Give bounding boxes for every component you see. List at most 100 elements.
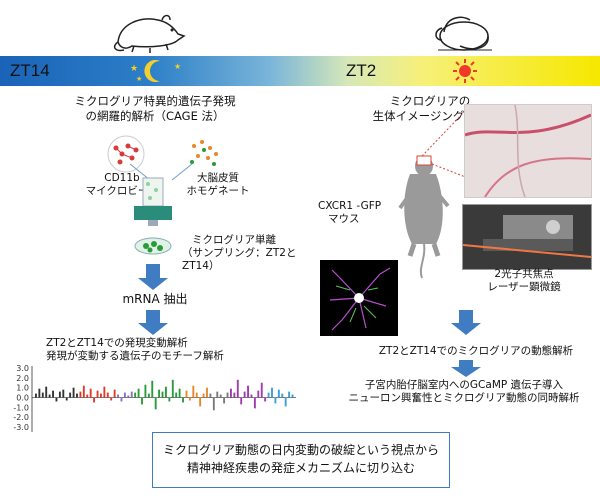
expression-bar bbox=[117, 394, 119, 398]
expression-bar bbox=[120, 397, 123, 402]
expression-bar bbox=[76, 393, 78, 398]
expression-bar bbox=[247, 385, 249, 398]
left-title: ミクログリア特異的遺伝子発現 の網羅的解析（CAGE 法） bbox=[30, 94, 280, 124]
expression-bar bbox=[137, 388, 140, 398]
conclusion-line2: 精神神経疾患の発症メカニズムに切り込む bbox=[186, 461, 415, 475]
homogenate-label-line2: ホモゲネート bbox=[186, 185, 250, 197]
microscope-photo bbox=[462, 204, 592, 270]
sun-icon bbox=[453, 59, 477, 83]
expression-bar bbox=[41, 392, 44, 398]
arrow-down-2 bbox=[146, 310, 160, 324]
y-tick-label: -2.0 bbox=[13, 413, 29, 422]
expression-bar bbox=[236, 379, 239, 398]
expression-bar bbox=[161, 391, 164, 398]
mrna-extraction-label: mRNA 抽出 bbox=[122, 292, 188, 306]
y-tick-label: -1.0 bbox=[13, 403, 29, 412]
y-tick-label: 3.0 bbox=[16, 364, 29, 373]
expression-bar bbox=[175, 392, 178, 398]
expression-bar bbox=[202, 393, 205, 398]
conclusion-box: ミクログリア動態の日内変動の破綻という視点から 精神神経疾患の発症メカニズムに切… bbox=[152, 432, 450, 488]
expression-bar bbox=[144, 384, 147, 398]
expression-bar bbox=[134, 392, 137, 398]
arrow-down-3-head bbox=[451, 323, 481, 335]
expression-bar bbox=[62, 389, 65, 398]
expression-bar bbox=[277, 389, 280, 398]
microscope-label-line1: 2光子共焦点 bbox=[494, 268, 554, 280]
expression-bar bbox=[151, 380, 154, 398]
input-arrows bbox=[129, 163, 193, 181]
left-title-line2: の網羅的解析（CAGE 法） bbox=[85, 109, 225, 123]
microscope-label: 2光子共焦点 レーザー顕微鏡 bbox=[464, 268, 584, 294]
expression-bar bbox=[291, 394, 294, 398]
y-tick-label: 0.0 bbox=[16, 394, 29, 403]
beads-label-line2: マイクロビーズ bbox=[85, 185, 159, 197]
expression-analysis-label: ZT2とZT14での発現変動解析 発現が変動する遺伝子のモチーフ解析 bbox=[46, 337, 286, 363]
expression-bar bbox=[127, 395, 130, 398]
zt14-label: ZT14 bbox=[10, 61, 50, 80]
expression-bar bbox=[130, 391, 133, 398]
expression-bar bbox=[212, 397, 215, 411]
arrow-down-1 bbox=[146, 264, 160, 278]
expression-bar bbox=[271, 387, 273, 398]
microscope-label-line2: レーザー顕微鏡 bbox=[487, 281, 561, 293]
expression-bar bbox=[253, 397, 256, 409]
microbeads-illustration bbox=[107, 135, 145, 173]
brain-vessel-image bbox=[464, 104, 592, 198]
mouse-label: CXCR1 -GFP マウス bbox=[318, 200, 408, 226]
expression-bar bbox=[65, 397, 68, 401]
right-title-line2: 生体イメージング解析 bbox=[372, 109, 488, 123]
gcamp-label-line1: 子宮内胎仔脳室内へのGCaMP 遺伝子導入 bbox=[364, 379, 564, 391]
conclusion-line1: ミクログリア動態の日内変動の破綻という視点から bbox=[162, 443, 439, 457]
svg-text:★: ★ bbox=[174, 62, 181, 71]
expression-analysis-line2: 発現が変動する遺伝子のモチーフ解析 bbox=[46, 350, 224, 362]
expression-bar bbox=[113, 389, 116, 398]
expression-bar bbox=[86, 394, 89, 398]
expression-bar bbox=[110, 397, 113, 401]
expression-bar bbox=[257, 390, 260, 398]
expression-bar bbox=[89, 388, 92, 398]
expression-bar bbox=[58, 391, 61, 398]
homogenate-illustration bbox=[190, 140, 218, 166]
expression-bar bbox=[274, 397, 277, 404]
mouse-label-line2: マウス bbox=[328, 213, 360, 225]
expression-bar bbox=[288, 391, 291, 398]
expression-bar bbox=[223, 397, 226, 404]
expression-bar bbox=[38, 388, 41, 398]
expression-bar bbox=[123, 392, 126, 398]
expression-bar bbox=[82, 385, 85, 398]
expression-bar bbox=[264, 397, 267, 402]
expression-bar bbox=[79, 391, 82, 398]
y-tick-label: 2.0 bbox=[16, 374, 29, 383]
zoom-callout-lines bbox=[421, 107, 469, 179]
expression-bar bbox=[141, 397, 143, 405]
homogenate-label-line1: 大脳皮質 bbox=[197, 172, 239, 184]
expression-bar bbox=[158, 389, 161, 398]
expression-bar bbox=[216, 391, 219, 398]
expression-bar bbox=[240, 397, 243, 405]
separation-column-icon bbox=[134, 177, 172, 255]
svg-text:★: ★ bbox=[136, 75, 142, 83]
expression-bar bbox=[147, 393, 150, 398]
left-title-line1: ミクログリア特異的遺伝子発現 bbox=[74, 94, 236, 108]
expression-bar bbox=[192, 385, 195, 398]
expression-bar bbox=[243, 391, 246, 398]
gcamp-label-line2: ニューロン興奮性とミクログリア動態の同時解析 bbox=[348, 392, 580, 404]
expression-bar bbox=[233, 392, 236, 398]
expression-bar bbox=[209, 393, 212, 398]
expression-bar bbox=[96, 390, 99, 398]
expression-bar bbox=[55, 397, 58, 402]
microglia-fluorescence-image bbox=[320, 260, 398, 336]
expression-bar bbox=[185, 390, 188, 398]
dynamics-analysis-label: ZT2とZT14でのミクログリアの動態解析 bbox=[378, 345, 574, 357]
expression-bar bbox=[93, 397, 96, 403]
expression-bar bbox=[250, 394, 253, 398]
y-tick-label: 1.0 bbox=[16, 384, 29, 393]
arrow-down-2-head bbox=[138, 323, 168, 335]
expression-bar bbox=[226, 392, 229, 398]
expression-bar bbox=[171, 379, 174, 398]
expression-bar bbox=[165, 386, 167, 398]
expression-bar bbox=[267, 392, 270, 398]
gcamp-label: 子宮内胎仔脳室内へのGCaMP 遺伝子導入 ニューロン興奮性とミクログリア動態の… bbox=[334, 379, 594, 405]
expression-bar-chart: 3.02.01.00.0-1.0-2.0-3.0 bbox=[13, 364, 296, 432]
expression-bar bbox=[35, 393, 37, 398]
